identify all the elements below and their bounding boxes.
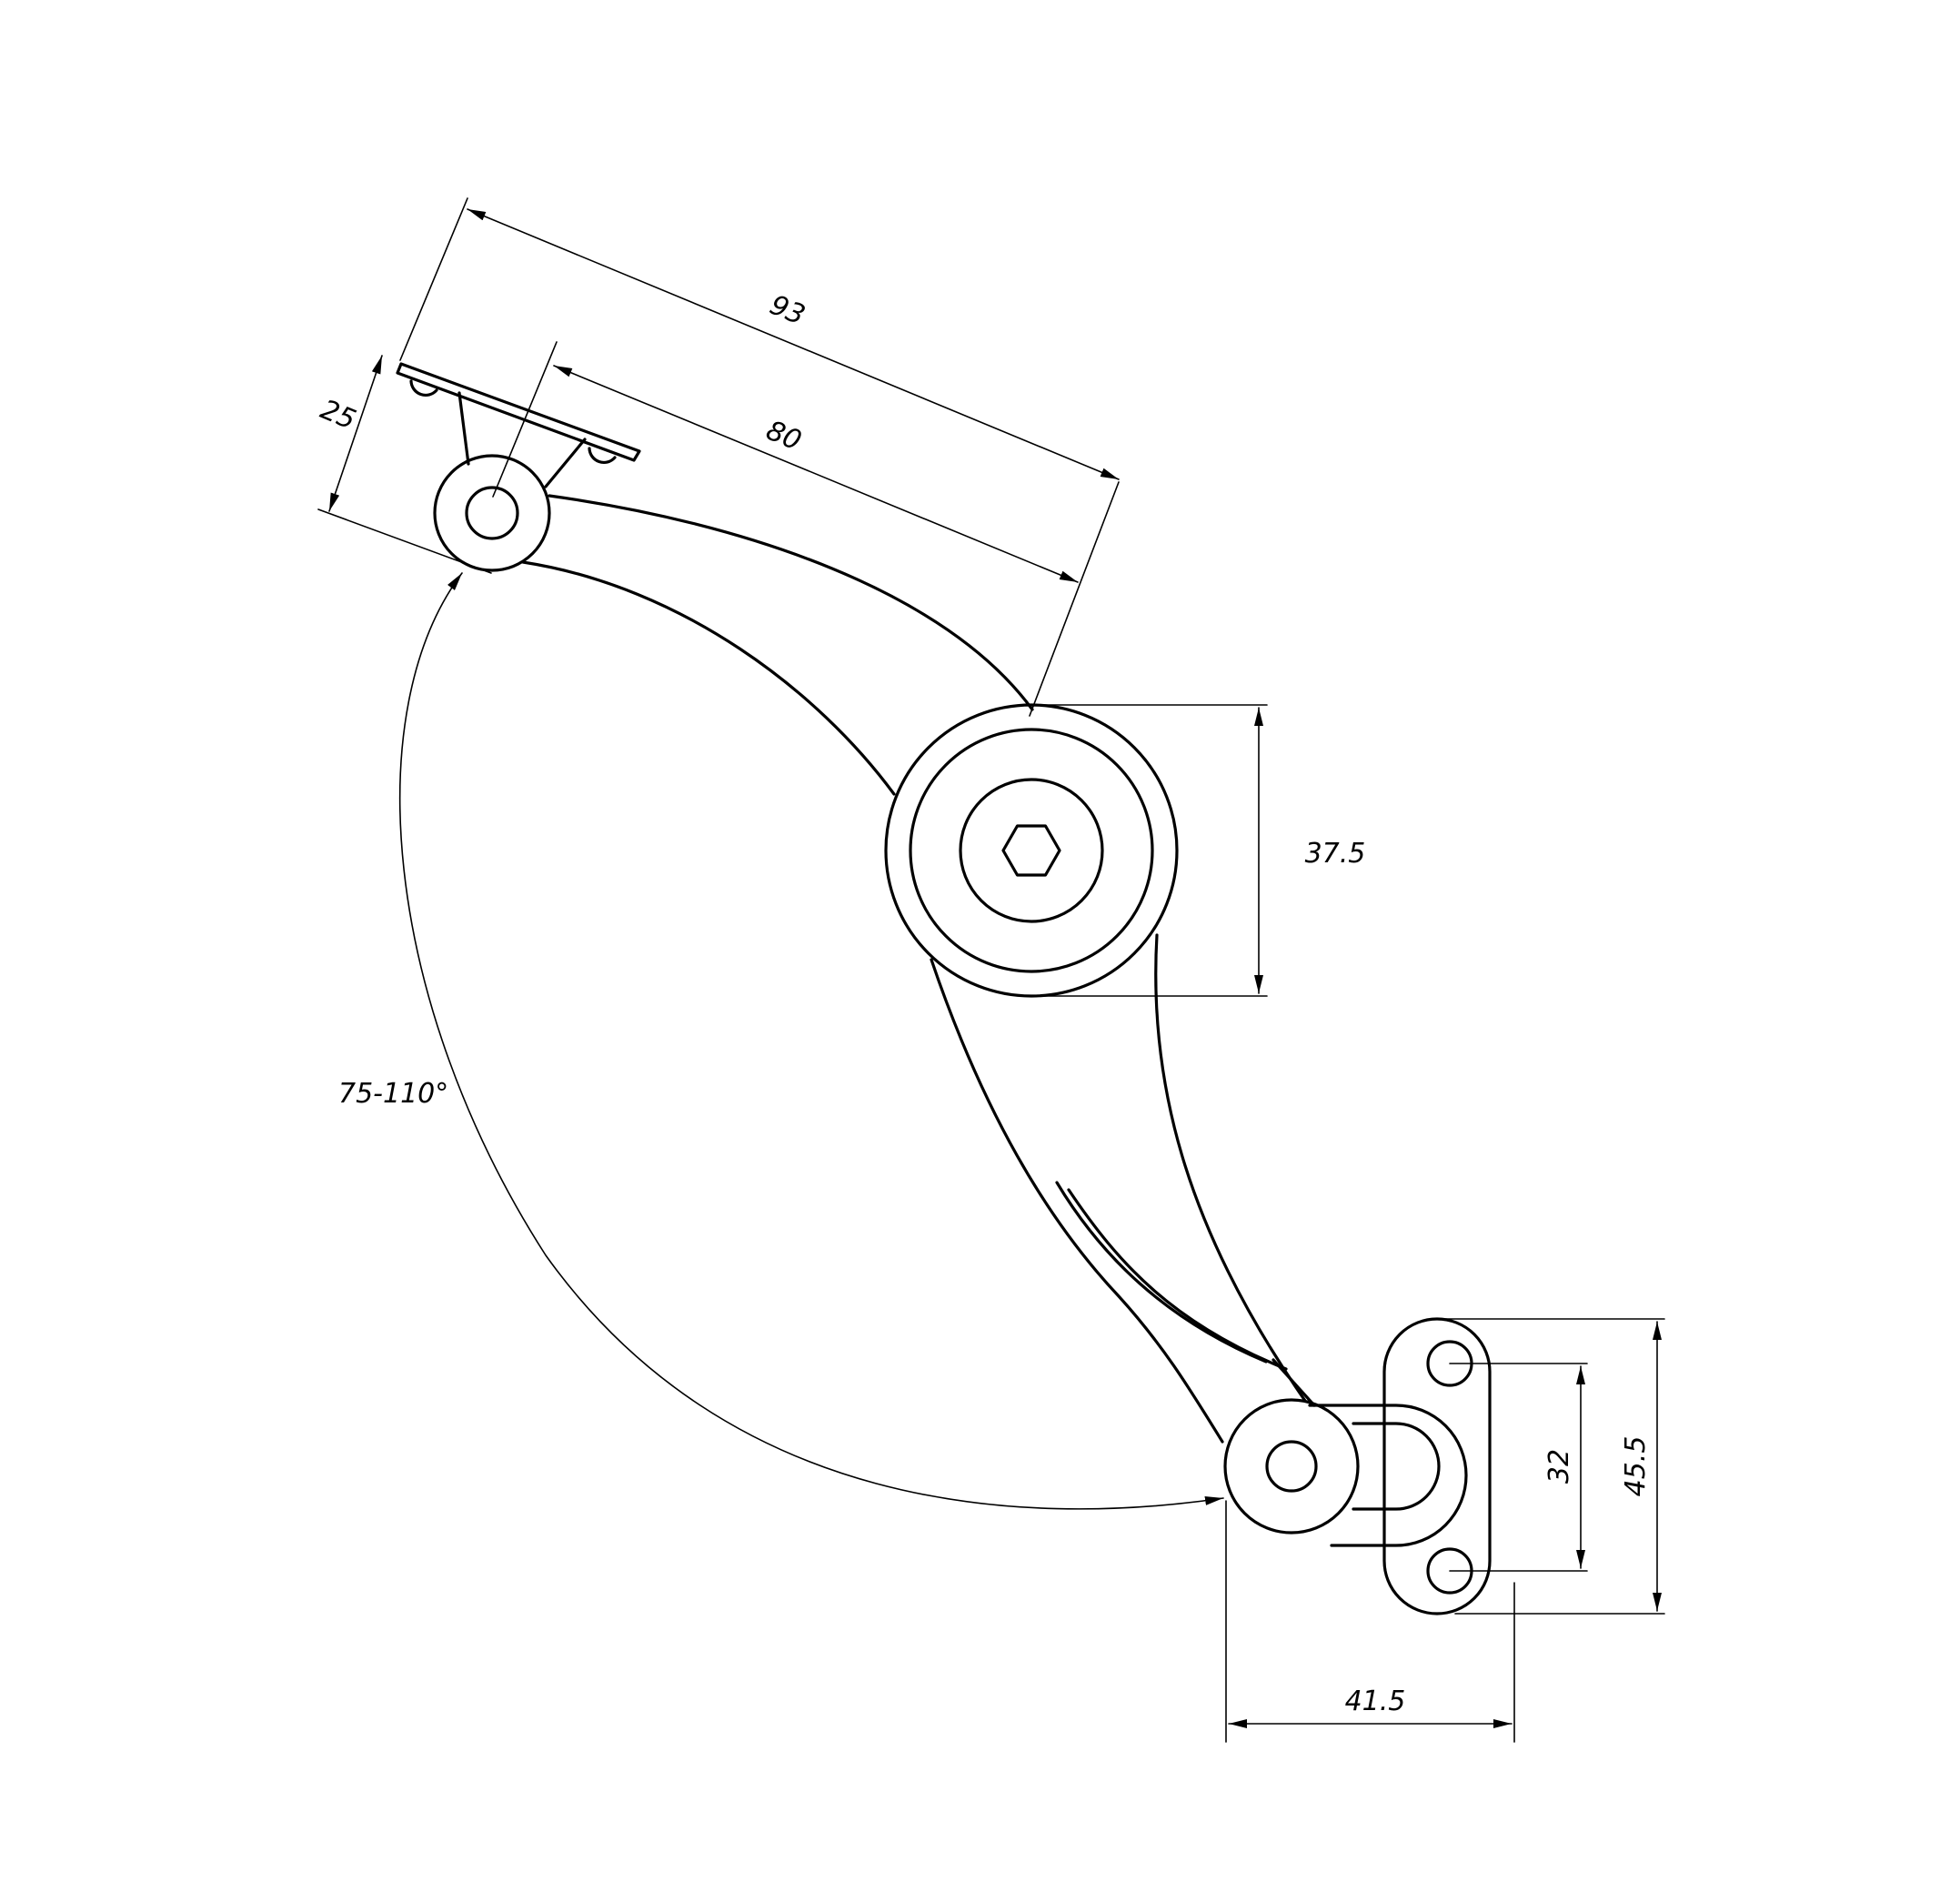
- dim-93-label: 93: [765, 289, 809, 332]
- central-hub: [884, 703, 1179, 998]
- dimension-angle: 75-110°: [338, 572, 1224, 1510]
- dimension-32: 32: [1449, 1363, 1588, 1572]
- dimension-41-5: 41.5: [1225, 1500, 1515, 1743]
- dim-80-label: 80: [761, 415, 806, 458]
- upper-mount-plate: [396, 362, 641, 488]
- upper-pivot: [433, 454, 551, 572]
- dim-32-label: 32: [1543, 1449, 1575, 1484]
- hex-socket-icon: [1001, 824, 1061, 877]
- dimension-80: 80: [492, 341, 1079, 583]
- lower-mount-bracket: [1308, 1317, 1492, 1615]
- dim-37-5-label: 37.5: [1305, 838, 1366, 870]
- dim-25-label: 25: [316, 394, 360, 437]
- dimension-45-5: 45.5: [1436, 1318, 1665, 1615]
- upper-arm: [521, 494, 1034, 796]
- lower-pivot: [1223, 1398, 1360, 1535]
- dim-41-5-label: 41.5: [1345, 1686, 1406, 1717]
- angle-label: 75-110°: [338, 1078, 448, 1110]
- dim-45-5-label: 45.5: [1620, 1436, 1652, 1497]
- dimension-37-5: 37.5: [1030, 704, 1366, 997]
- lower-arm: [930, 933, 1316, 1444]
